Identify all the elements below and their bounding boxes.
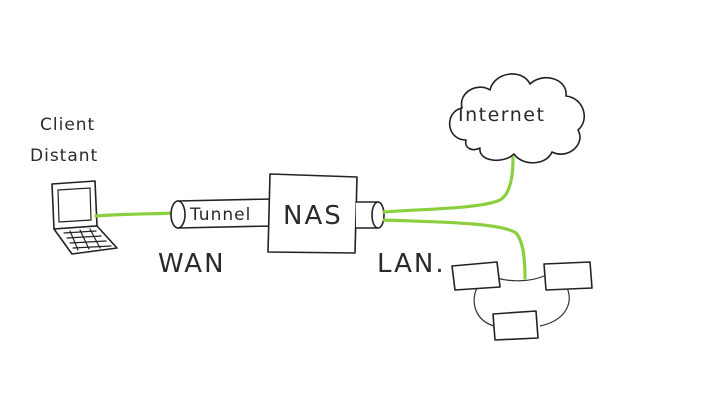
- nas-connector: [355, 201, 385, 229]
- wire-nas-lan: [382, 218, 527, 280]
- internet-cloud: [448, 73, 586, 164]
- tunnel-label: Tunnel: [189, 205, 251, 225]
- tunnel-pipe: [170, 198, 273, 229]
- nas-label: NAS: [283, 201, 343, 231]
- client-label-line2: Distant: [30, 146, 98, 166]
- internet-label: Internet: [458, 104, 545, 126]
- lan-label: LAN.: [377, 249, 446, 279]
- nas-box: [267, 173, 358, 254]
- laptop-icon: [51, 180, 118, 255]
- lan-device-right: [543, 261, 593, 291]
- wire-nas-internet: [382, 156, 515, 214]
- wan-label: WAN: [158, 249, 226, 279]
- lan-network: [451, 261, 593, 341]
- lan-device-left: [451, 261, 501, 291]
- lan-device-bottom: [492, 310, 539, 341]
- client-label-line1: Client: [40, 115, 95, 135]
- wire-client-tunnel: [94, 211, 178, 218]
